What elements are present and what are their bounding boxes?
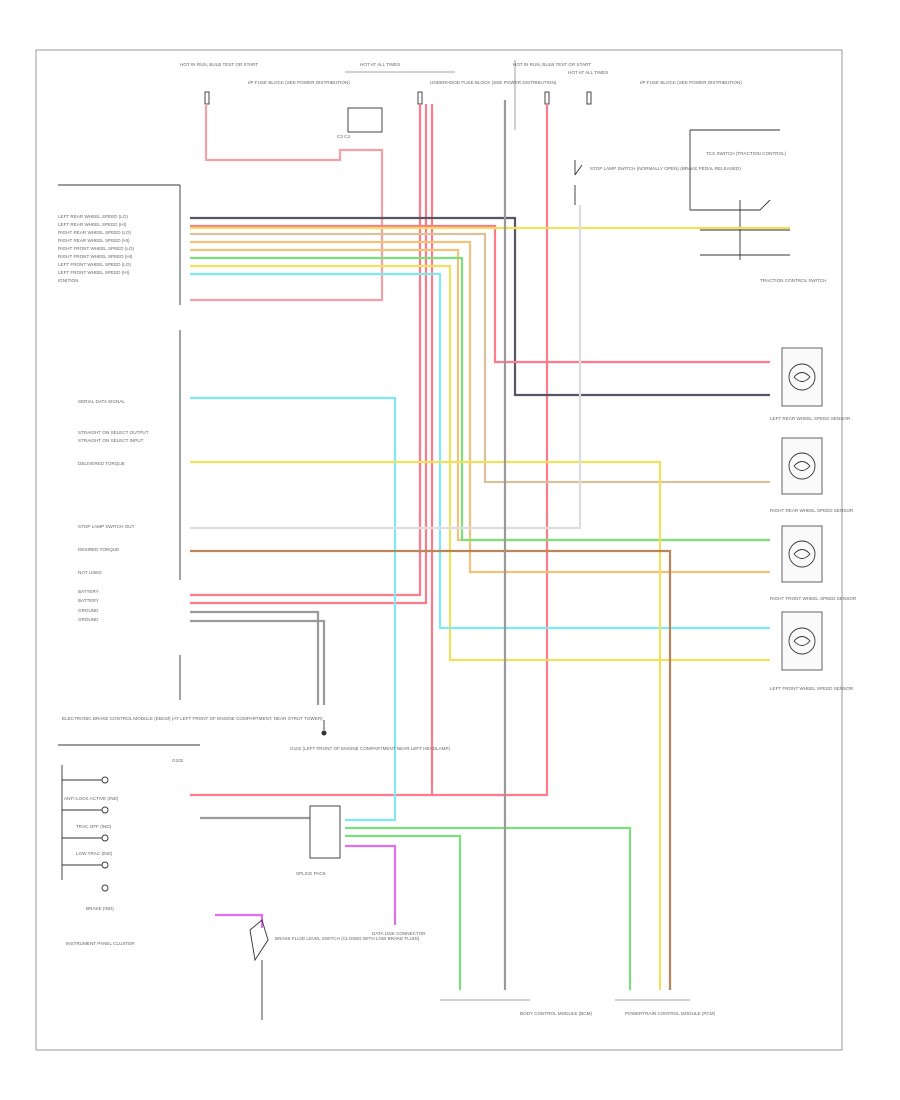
tcs-switch-label: TCS SWITCH (TRACTION CONTROL): [706, 151, 787, 156]
fuse-note-2: UNDERHOOD FUSE BLOCK (SEE POWER DISTRIBU…: [430, 80, 557, 85]
lr-sensor: LEFT REAR WHEEL SPEED SENSOR: [770, 347, 851, 421]
cluster-item-1: ANTI-LOCK ACTIVE (IND): [64, 796, 119, 801]
ground-label: G102 (LEFT FRONT OF ENGINE COMPARTMENT N…: [290, 746, 451, 751]
pin-label: RIGHT FRONT WHEEL SPEED (LO): [58, 246, 134, 251]
pin-label: NOT USED: [78, 570, 102, 575]
cluster-item-4: BRAKE (IND): [86, 906, 114, 911]
wire-rr-hi: [190, 240, 770, 574]
wire-battery-1: [190, 104, 422, 597]
stop-lamp-switch: STOP LAMP SWITCH (NORMALLY OPEN) (BRAKE …: [574, 160, 741, 205]
pin-label: LEFT REAR WHEEL SPEED (LO): [58, 214, 128, 219]
wire-cluster-trac: [345, 834, 462, 990]
pin-label: SERIAL DATA SIGNAL: [78, 399, 125, 404]
traction-control-switch: TCS SWITCH (TRACTION CONTROL) TRACTION C…: [689, 129, 826, 283]
wire-ground-2: [190, 619, 326, 705]
fuse-note-1: I/P FUSE BLOCK (SEE POWER DISTRIBUTION): [248, 80, 350, 85]
fuse-block-1-label: HOT IN RUN, BULB TEST OR START: [180, 62, 258, 67]
cluster-item-3: LOW TRAC (IND): [76, 851, 113, 856]
lf-sensor: LEFT FRONT WHEEL SPEED SENSOR: [770, 611, 854, 691]
wire-lf-hi: [190, 272, 770, 630]
rf-sensor-label: RIGHT FRONT WHEEL SPEED SENSOR: [770, 596, 857, 601]
pcm-label: POWERTRAIN CONTROL MODULE (PCM): [625, 1011, 716, 1016]
wire-rr-lo: [190, 232, 770, 484]
wire-desired-torque: [190, 549, 672, 990]
fuse-block-2-label: HOT AT ALL TIMES: [360, 62, 400, 67]
wire-lr-lo: [190, 216, 770, 397]
fuse-note-3: I/P FUSE BLOCK (SEE POWER DISTRIBUTION): [640, 80, 742, 85]
wire-serial-data: [190, 396, 397, 822]
wire-battery-3: [190, 104, 434, 797]
wire-ground-1: [190, 610, 320, 705]
pin-label: BATTERY: [78, 598, 99, 603]
lr-sensor-label: LEFT REAR WHEEL SPEED SENSOR: [770, 416, 851, 421]
wire-stop-lamp: [190, 205, 582, 530]
data-link-label: DATA LINK CONNECTOR: [372, 931, 426, 936]
fuse-block-3-label: HOT IN RUN, BULB TEST OR START: [513, 62, 591, 67]
pin-label: STRAIGHT ON SELECT INPUT: [78, 438, 144, 443]
pin-label: BATTERY: [78, 589, 99, 594]
pin-label: STRAIGHT ON SELECT OUTPUT: [78, 430, 149, 435]
wire-cluster-antilock: [345, 826, 632, 990]
diagram-frame: [35, 49, 843, 1051]
top-fuse-area: HOT IN RUN, BULB TEST OR START HOT AT AL…: [180, 60, 742, 139]
bottom-components: G102 (LEFT FRONT OF ENGINE COMPARTMENT N…: [249, 720, 716, 1020]
pin-label: RIGHT REAR WHEEL SPEED (HI): [58, 238, 130, 243]
bcm-label: BODY CONTROL MODULE (BCM): [520, 1011, 592, 1016]
ebcm-name: ELECTRONIC BRAKE CONTROL MODULE (EBCM) (…: [62, 716, 323, 721]
wire-lr-hi: [190, 224, 770, 364]
pin-label: STOP LAMP SWITCH OUT: [78, 524, 135, 529]
rr-sensor: RIGHT REAR WHEEL SPEED SENSOR: [770, 437, 854, 513]
pin-label: GROUND: [78, 608, 99, 613]
pin-label: GROUND: [78, 617, 99, 622]
rr-sensor-label: RIGHT REAR WHEEL SPEED SENSOR: [770, 508, 854, 513]
rf-sensor: RIGHT FRONT WHEEL SPEED SENSOR: [770, 525, 857, 601]
stop-lamp-switch-label: STOP LAMP SWITCH (NORMALLY OPEN) (BRAKE …: [590, 166, 741, 171]
cluster-name: INSTRUMENT PANEL CLUSTER: [66, 941, 135, 946]
splice-pack-label: SPLICE PACK: [296, 871, 327, 876]
pin-label: LEFT REAR WHEEL SPEED (HI): [58, 222, 127, 227]
brake-fluid-label: BRAKE FLUID LEVEL SWITCH (CLOSED WITH LO…: [275, 936, 420, 941]
wire-rf-hi: [190, 256, 770, 542]
wire-delivered-torque: [190, 460, 662, 990]
wire-brake-fluid: [215, 913, 264, 928]
wire-ignition-feed: [190, 104, 384, 302]
wires: [190, 100, 790, 990]
ebcm-module: LEFT REAR WHEEL SPEED (LO) LEFT REAR WHEE…: [58, 184, 323, 746]
pin-label: RIGHT REAR WHEEL SPEED (LO): [58, 230, 131, 235]
instrument-panel-cluster: ANTI-LOCK ACTIVE (IND) TRAC OFF (IND) LO…: [61, 758, 184, 946]
wire-battery-2: [190, 104, 428, 605]
pin-label: IGNITION: [58, 278, 78, 283]
cluster-g-label: G102: [172, 758, 184, 763]
pin-label: LEFT FRONT WHEEL SPEED (LO): [58, 262, 131, 267]
pin-label: RIGHT FRONT WHEEL SPEED (HI): [58, 254, 133, 259]
svg-text:C3 C2: C3 C2: [337, 134, 350, 139]
lf-sensor-label: LEFT FRONT WHEEL SPEED SENSOR: [770, 686, 854, 691]
pin-label: DELIVERED TORQUE: [78, 461, 125, 466]
wire-battery-4: [432, 104, 549, 797]
pin-label: DESIRED TORQUE: [78, 547, 119, 552]
cluster-item-2: TRAC OFF (IND): [76, 824, 112, 829]
pin-label: LEFT FRONT WHEEL SPEED (HI): [58, 270, 130, 275]
traction-control-switch-label: TRACTION CONTROL SWITCH: [760, 278, 826, 283]
wire-cluster-brake: [345, 844, 397, 925]
wheel-speed-sensors: LEFT REAR WHEEL SPEED SENSOR RIGHT REAR …: [770, 347, 857, 691]
fuse-block-4-label: HOT AT ALL TIMES: [568, 70, 608, 75]
